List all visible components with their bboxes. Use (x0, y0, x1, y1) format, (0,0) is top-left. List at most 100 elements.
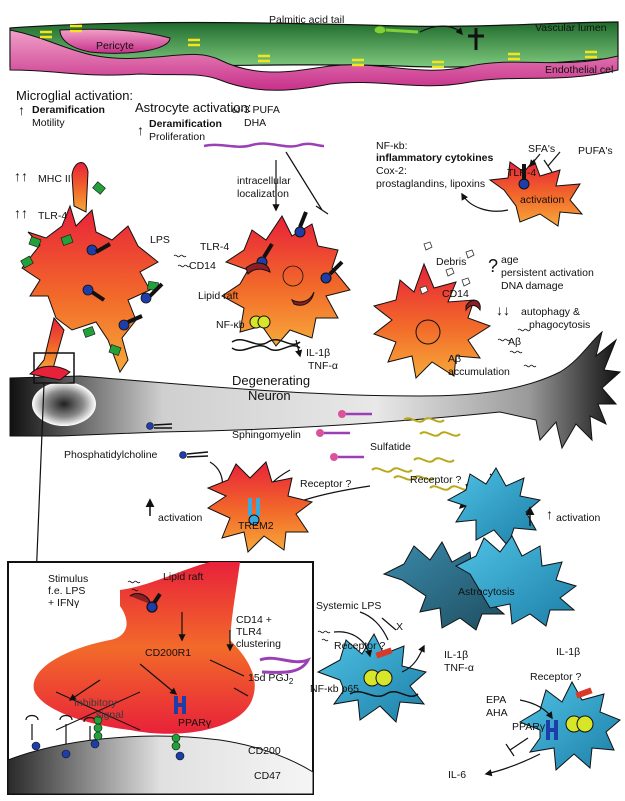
palmitic-acid-tail-icon (373, 25, 484, 50)
abeta-label-2: Aβ (448, 353, 462, 365)
ppar-right-label: PPARγ (512, 721, 546, 733)
receptor-q4-label: Receptor ? (530, 671, 582, 683)
vascular-lumen-label: Vascular lumen (535, 22, 607, 34)
activation-left-label: activation (158, 512, 203, 524)
cd14-right-label: CD14 (442, 288, 469, 300)
dha-label: DHA (244, 117, 267, 129)
inset-box (7, 561, 314, 795)
up-arrow-icon-3: ↑ (546, 506, 553, 522)
blood-vessel (9, 21, 619, 91)
tlr4-mid-label: TLR-4 (200, 241, 230, 253)
pufas-label: PUFA's (578, 145, 613, 157)
il6-label: IL-6 (448, 769, 467, 781)
clustering-label: clustering (236, 638, 281, 650)
degenerating-label: Degenerating (232, 373, 311, 388)
up-arrow-icon: ↑ (18, 102, 25, 118)
sulfatide-label: Sulfatide (370, 441, 411, 453)
palmitic-tail-label: Palmitic acid tail (269, 14, 345, 26)
sfas-label: SFA's (528, 143, 556, 155)
persistent-activation-label: persistent activation (501, 267, 594, 279)
activation-astro-label: activation (556, 512, 601, 524)
pericyte-label: Pericyte (96, 40, 134, 52)
double-up-arrow-icon: ↑↑ (14, 168, 28, 184)
fe-lps-label: f.e. LPS (48, 585, 86, 597)
double-up-arrow-icon-2: ↑↑ (14, 205, 28, 221)
cd200r1-label: CD200R1 (145, 647, 192, 659)
astrocyte-nfkb (316, 611, 428, 724)
cd200-label: CD200 (248, 745, 281, 757)
tlr4-left-label: TLR-4 (38, 210, 68, 222)
lipid-raft-mid-label: Lipid raft (198, 290, 239, 302)
aha-label: AHA (486, 707, 508, 719)
lps-top-label: LPS (150, 234, 170, 246)
receptor-q2-label: Receptor ? (410, 474, 462, 486)
microglia-abeta-accumulation (372, 262, 492, 380)
nfkb-mid-label: NF-κb (216, 319, 245, 331)
activated-microglia-middle (203, 142, 351, 358)
phagocytosis-label: phagocytosis (529, 319, 591, 331)
degenerating-neuron (9, 330, 622, 582)
astrocytosis-cluster (382, 535, 578, 631)
up-arrow-icon-2: ↑ (137, 122, 144, 138)
astrocyte-activation-title: Astrocyte activation: (135, 100, 252, 115)
stimulus-label: Stimulus (48, 573, 89, 585)
il1b-low-label: IL-1β (444, 649, 469, 661)
receptor-q1-label: Receptor ? (300, 478, 352, 490)
lps-icons (127, 580, 331, 642)
epa-label: EPA (486, 694, 507, 706)
localization-label: localization (237, 188, 289, 200)
trem2-label: TREM2 (238, 520, 274, 532)
astrocytosis-label: Astrocytosis (458, 586, 515, 598)
dna-damage-label: DNA damage (501, 280, 564, 292)
debris-icons (419, 241, 475, 295)
ifng-label: + IFNγ (48, 597, 80, 609)
activation-right-label: activation (520, 194, 565, 206)
il1b-mid-label: IL-1β (306, 347, 331, 359)
autophagy-label: autophagy & (521, 306, 580, 318)
il1b-right-label: IL-1β (556, 646, 581, 658)
lipid-raft-box-label: Lipid raft (163, 571, 204, 583)
cox2-label: Cox-2: (376, 165, 407, 177)
neuron-label: Neuron (248, 388, 291, 403)
intracellular-label: intracellular (237, 175, 291, 187)
cd14-mid-label: CD14 (189, 260, 216, 272)
inflammatory-cytokines: inflammatory cytokines (376, 152, 494, 164)
accumulation-label: accumulation (448, 366, 510, 378)
nfkb-header: NF-κb: (376, 140, 408, 152)
omega3-label: ω-3 PUFA (232, 104, 280, 116)
astrocyte-ppar (484, 680, 621, 777)
myelin-lipids (146, 410, 502, 510)
signal-label: signal (96, 709, 124, 721)
x-mark-label: X (396, 621, 404, 633)
inhibitory-label: Inhibitory (74, 697, 117, 709)
sphingomyelin-label: Sphingomyelin (232, 429, 301, 441)
microglial-activation-title: Microglial activation: (16, 88, 134, 103)
abeta-fibril-icons (173, 254, 537, 368)
microglia-motility: Motility (32, 117, 65, 129)
phosphatidylcholine-label: Phosphatidylcholine (64, 449, 158, 461)
mhc2-label: MHC II (38, 173, 71, 185)
age-label: age (501, 254, 519, 266)
debris-label: Debris (436, 256, 467, 268)
ppar-box-label: PPARγ (178, 717, 212, 729)
abeta-label-1: Aβ (508, 336, 522, 348)
double-down-arrow-icon: ↓↓ (496, 302, 510, 318)
receptor-q3-label: Receptor ? (334, 640, 386, 652)
cd14-tlr4-label: CD14 + (236, 614, 272, 626)
tnfa-low-label: TNF-α (444, 662, 474, 674)
astrocyte-proliferation: Proliferation (149, 131, 206, 143)
question-mark-icon: ? (488, 256, 499, 276)
prostaglandins-label: prostaglandins, lipoxins (376, 178, 486, 190)
tnfa-mid-label: TNF-α (308, 360, 338, 372)
endothelial-label: Endothelial cel (545, 64, 614, 76)
systemic-lps-label: Systemic LPS (316, 600, 382, 612)
astrocyte-deramification: Deramification (149, 118, 222, 130)
tlr4-right-label: TLR-4 (507, 167, 537, 179)
nfkb-p65-label: NF-κb p65 (310, 683, 360, 695)
microglia-deramification: Deramification (32, 104, 105, 116)
trem2-microglia (145, 461, 314, 554)
microglia-tlr4-activation (461, 151, 584, 227)
pgj2-label: 15d PGJ2 (248, 672, 294, 687)
cd47-label: CD47 (254, 770, 281, 782)
